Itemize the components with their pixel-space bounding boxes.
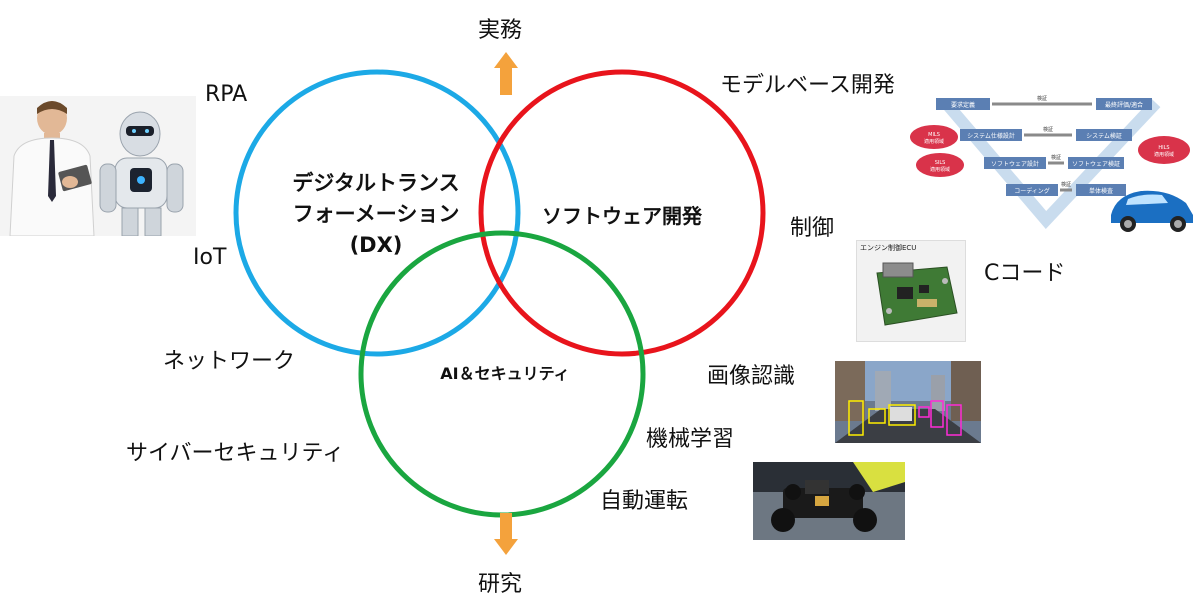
vmodel-verify-3: 検証 [1051, 154, 1061, 161]
rpa-label: RPA [205, 82, 248, 107]
dx-title-line2: フォーメーション [292, 202, 460, 226]
iot-label: IoT [193, 245, 227, 270]
street-detection-graphic [835, 361, 981, 443]
dx-title-line1: デジタルトランス [292, 171, 460, 195]
software-circle-title: ソフトウェア開発 [542, 204, 702, 228]
vmodel-left-box-2: システム仕様設計 [967, 132, 1015, 140]
dx-circle [233, 69, 521, 357]
software-circle [478, 69, 766, 357]
robot-photo [0, 96, 196, 236]
vmodel-verify-1: 検証 [1037, 95, 1047, 102]
vmodel-right-box-4: 単体検査 [1089, 187, 1113, 195]
mils-label: MILS [928, 132, 940, 138]
ccode-label: Cコード [984, 261, 1066, 286]
ecu-caption: エンジン制御ECU [860, 244, 917, 252]
mils-sub: 適用領域 [924, 138, 944, 145]
vmodel-diagram: 要求定義 システム仕様設計 ソフトウェア設計 コーディング 最終評価/適合 シス… [906, 95, 1196, 235]
mbd-label: モデルベース開発 [720, 73, 895, 98]
vmodel-verify-4: 検証 [1061, 181, 1071, 188]
street-detection-photo [835, 361, 981, 443]
sils-sub: 適用領域 [930, 166, 950, 173]
sils-label: SILS [935, 160, 946, 166]
rc-car-photo [753, 462, 905, 540]
dx-circle-title: デジタルトランス フォーメーション (DX) [276, 168, 476, 261]
ml-label: 機械学習 [646, 427, 735, 452]
control-label: 制御 [790, 216, 835, 241]
cyber-label: サイバーセキュリティ [126, 441, 345, 466]
vmodel-left-box-1: 要求定義 [951, 101, 975, 109]
vmodel-right-box-2: システム検証 [1086, 132, 1122, 140]
vmodel-verify-2: 検証 [1043, 126, 1053, 133]
top-arrow-label: 実務 [478, 18, 523, 43]
ai-circle-title: AI＆セキュリティ [440, 364, 570, 383]
robot-photo-graphic [9, 101, 184, 236]
ecu-board-photo: エンジン制御ECU [856, 240, 966, 342]
network-label: ネットワーク [163, 349, 296, 374]
ecu-board-graphic [876, 262, 958, 326]
vmodel-left-box-3: ソフトウェア設計 [991, 160, 1039, 168]
up-arrow-icon [494, 52, 518, 95]
vmodel-right-box-3: ソフトウェア検証 [1072, 160, 1120, 168]
hils-sub: 適用領域 [1154, 151, 1174, 158]
vmodel-right-box-1: 最終評価/適合 [1105, 101, 1143, 109]
down-arrow-icon [494, 513, 518, 555]
vmodel-left-box-4: コーディング [1014, 187, 1050, 195]
bottom-arrow-label: 研究 [478, 572, 523, 597]
image-label: 画像認識 [707, 364, 796, 389]
autodrive-label: 自動運転 [600, 489, 689, 514]
rc-car-graphic [753, 462, 905, 540]
vmodel-graphic: 要求定義 システム仕様設計 ソフトウェア設計 コーディング 最終評価/適合 シス… [910, 95, 1193, 232]
hils-label: HILS [1158, 145, 1169, 151]
dx-title-line3: (DX) [349, 233, 403, 257]
